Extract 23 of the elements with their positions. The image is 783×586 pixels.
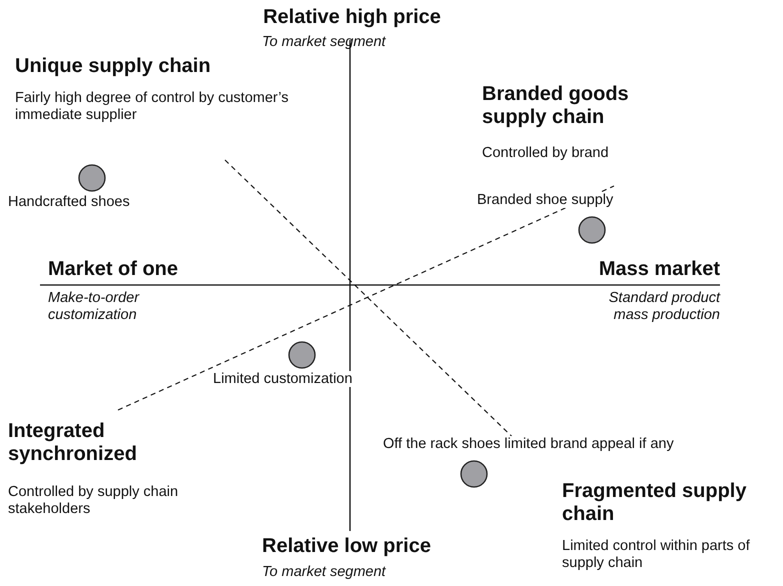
point-label: Branded shoe supply — [477, 192, 614, 208]
marker-circle — [288, 341, 316, 369]
axis-subheading: Make-to-order customization — [48, 290, 140, 324]
point-label: Off the rack shoes limited brand appeal if any — [383, 436, 674, 452]
quadrant-description: Limited control within parts of supply chain — [562, 538, 751, 572]
marker-circle — [460, 460, 488, 488]
quadrant-description: Controlled by supply chain stakeholders — [8, 484, 180, 518]
axis-heading: Mass market — [598, 258, 720, 281]
marker-circle — [578, 216, 606, 244]
quadrant-description: Fairly high degree of control by customer’s immediate supplier — [15, 90, 290, 124]
marker-circle — [78, 164, 106, 192]
axis-heading: Relative high price — [262, 6, 442, 29]
axis-subheading: To market segment — [262, 564, 386, 581]
axis-subheading: To market segment — [262, 34, 386, 51]
axis-heading: Relative low price — [262, 535, 431, 558]
axis-subheading: Standard product mass production — [608, 290, 720, 324]
point-label: Limited customization — [213, 371, 352, 387]
quadrant-heading: Fragmented supply chain — [562, 480, 748, 526]
quadrant-description: Controlled by brand — [482, 145, 609, 162]
axis-heading: Market of one — [48, 258, 178, 281]
quadrant-heading: Integrated synchronized — [8, 420, 138, 466]
quadrant-heading: Unique supply chain — [15, 55, 211, 78]
quadrant-heading: Branded goods supply chain — [482, 83, 630, 129]
